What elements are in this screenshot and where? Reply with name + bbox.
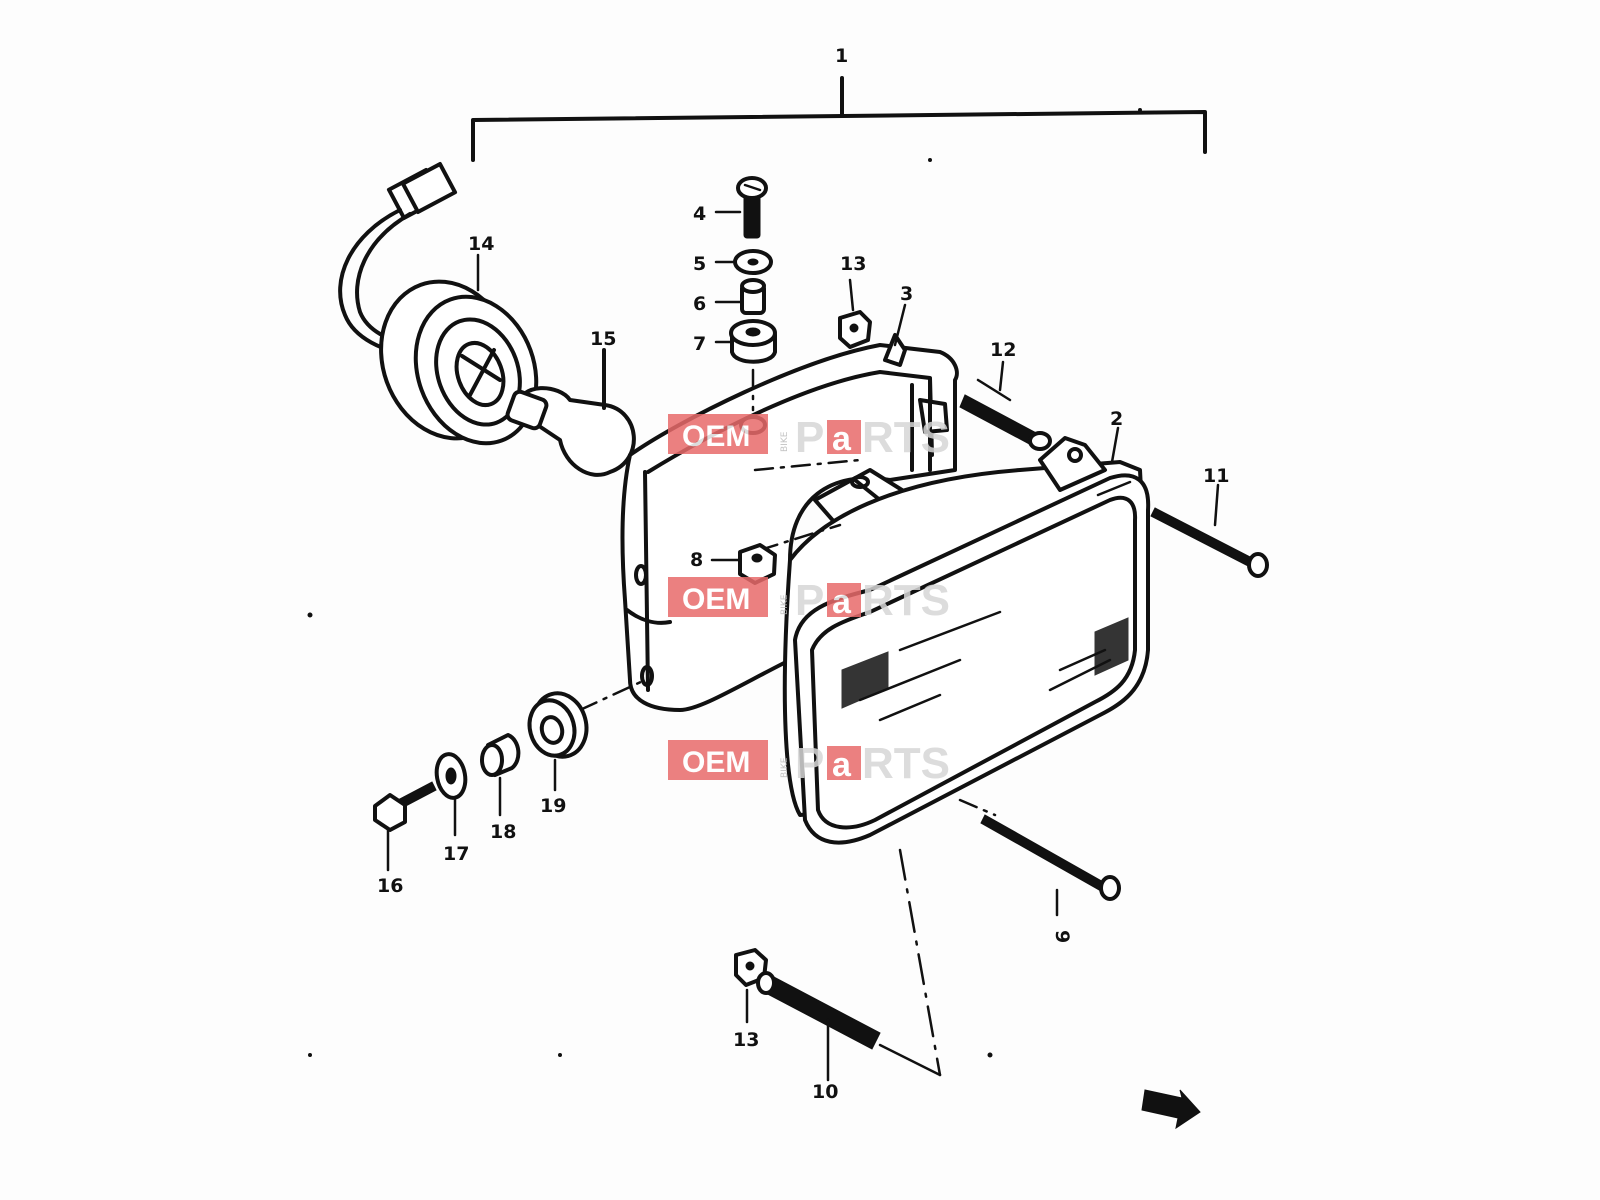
callout-13-upper: 13 (840, 253, 866, 275)
watermark-a-text: a (832, 420, 852, 458)
watermark-oem-text: OEM (682, 420, 750, 453)
socket-assembly-part (338, 162, 539, 446)
watermark-p-text: P (795, 739, 824, 788)
sealed-beam-unit-part (782, 436, 1151, 845)
speck-dots (307, 108, 1142, 1058)
watermark-1: OEM BIKE P a RTS (668, 413, 950, 462)
callout-1: 1 (835, 45, 848, 67)
callout-11: 11 (1203, 465, 1229, 487)
callout-9: 9 (1051, 930, 1073, 943)
watermark-bike-text: BIKE (780, 757, 790, 778)
watermark-p-text: P (795, 576, 824, 625)
watermark-oem-text: OEM (682, 746, 750, 779)
callout-15: 15 (590, 328, 616, 350)
orientation-arrow-icon (1141, 1089, 1201, 1130)
threaded-stud-part (756, 971, 881, 1082)
watermark-rts-text: RTS (862, 739, 950, 788)
collar-part-18 (480, 733, 521, 817)
nut-part-upper (838, 310, 872, 349)
rubber-grommet-part (527, 691, 589, 792)
watermark-rts-text: RTS (862, 413, 950, 462)
washer-part (733, 249, 773, 275)
callout-labels: 1 2 3 4 5 6 7 8 9 10 11 12 13 13 14 15 1… (377, 45, 1229, 1103)
callout-2: 2 (1110, 408, 1123, 430)
watermark-a-text: a (832, 746, 852, 784)
callout-19: 19 (540, 795, 566, 817)
callout-8: 8 (690, 549, 703, 571)
bulb-part (505, 348, 636, 477)
watermark-rts-text: RTS (862, 576, 950, 625)
callout-17: 17 (443, 843, 469, 865)
watermark-bike-text: BIKE (780, 431, 790, 452)
bolt-part-16 (373, 781, 437, 872)
callout-13-lower: 13 (733, 1029, 759, 1051)
callout-10: 10 (812, 1081, 838, 1103)
callout-12: 12 (990, 339, 1016, 361)
long-bolt-part-11 (1150, 507, 1269, 578)
watermark-3: OEM BIKE P a RTS (668, 739, 950, 788)
assembly-bracket (471, 76, 1207, 162)
callout-16: 16 (377, 875, 403, 897)
nut-part (738, 543, 777, 585)
callout-4: 4 (693, 203, 706, 225)
adjust-screw-part (959, 378, 1052, 451)
watermark-p-text: P (795, 413, 824, 462)
collar-part (740, 278, 766, 315)
callout-6: 6 (693, 293, 706, 315)
callout-14: 14 (468, 233, 494, 255)
watermark-bike-text: BIKE (780, 594, 790, 615)
long-bolt-part-9 (980, 814, 1121, 917)
callout-5: 5 (693, 253, 706, 275)
leader-lines (476, 210, 1220, 1024)
callout-7: 7 (693, 333, 706, 355)
callout-18: 18 (490, 821, 516, 843)
washer-part-17 (434, 752, 468, 837)
watermark-2: OEM BIKE P a RTS (668, 576, 950, 625)
watermark-a-text: a (832, 583, 852, 621)
assembly-guide-lines (578, 368, 997, 1077)
callout-3: 3 (900, 283, 913, 305)
screw-part (736, 176, 768, 239)
watermark-oem-text: OEM (682, 583, 750, 616)
